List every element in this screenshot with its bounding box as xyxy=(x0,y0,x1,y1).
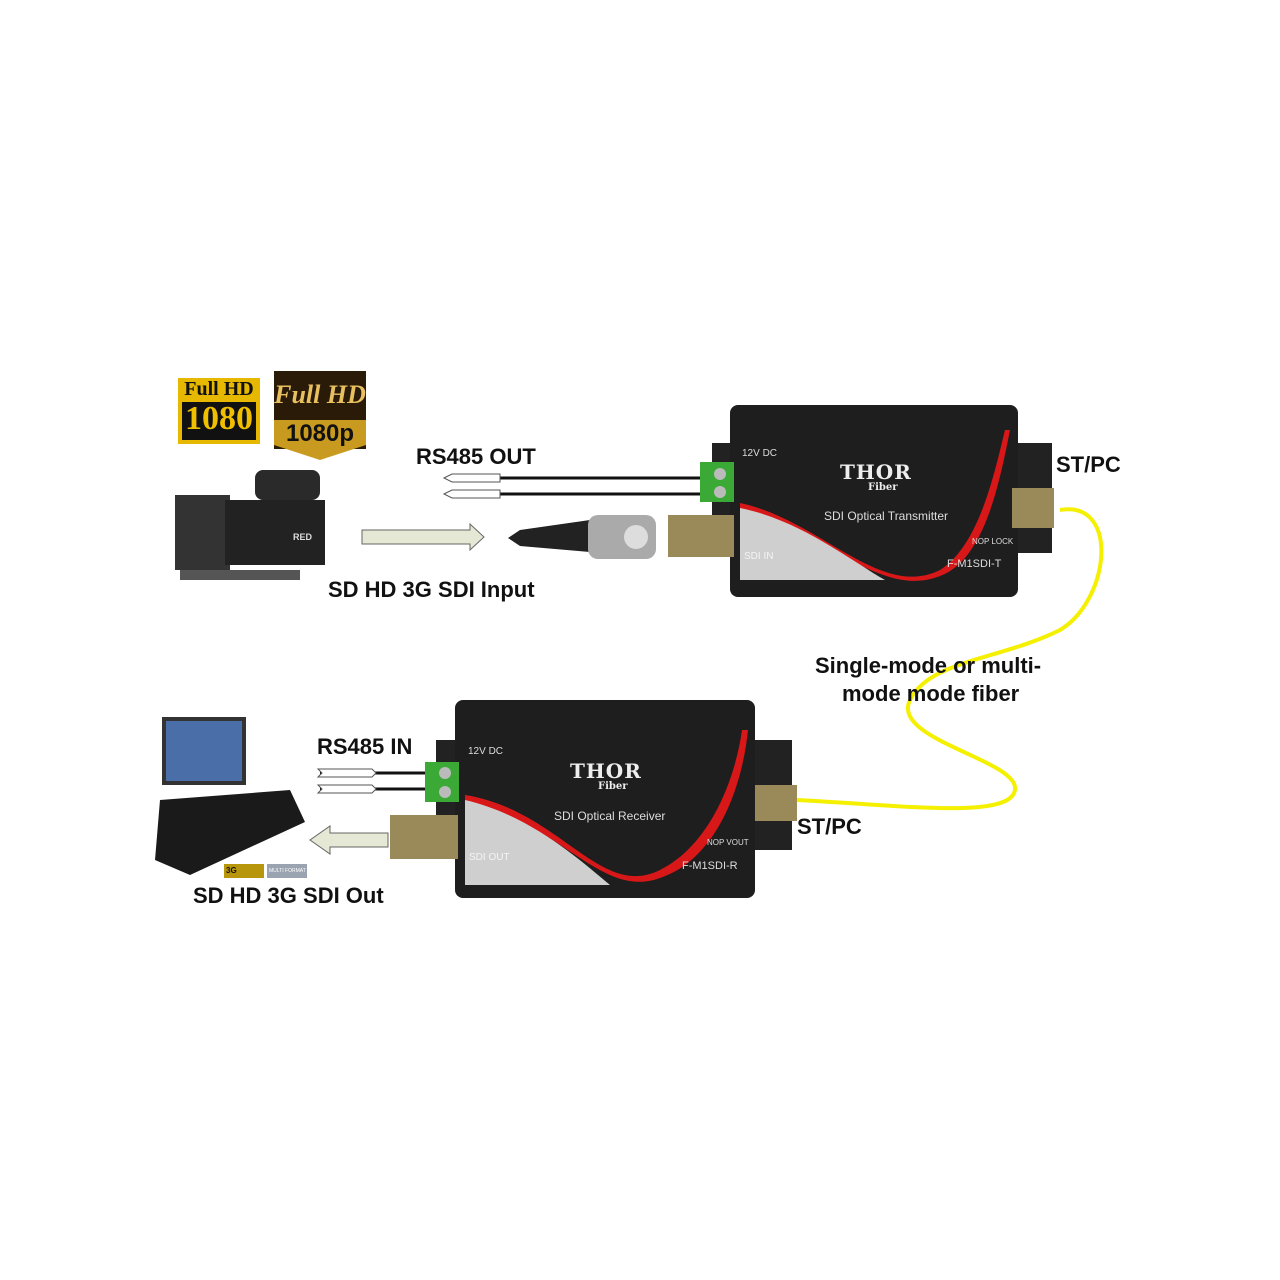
rs485-out-label: RS485 OUT xyxy=(416,444,536,469)
transmitter-bnc-connector xyxy=(668,515,734,557)
transmitter-st-connector xyxy=(1012,488,1054,528)
receiver-device xyxy=(390,700,797,898)
transmitter-device xyxy=(668,405,1054,597)
switcher-badge-multi: MULTI FORMAT xyxy=(269,868,306,874)
transmitter-logo-sub: Fiber xyxy=(868,482,898,493)
receiver-logo: THOR xyxy=(570,759,642,783)
receiver-name: SDI Optical Receiver xyxy=(554,809,666,823)
badge-1080-top: Full HD xyxy=(184,378,254,400)
receiver-st-connector xyxy=(755,785,797,821)
fiber-cable xyxy=(796,507,1104,811)
sdi-input-label: SD HD 3G SDI Input xyxy=(328,577,535,602)
receiver-led-labels: NOP VOUT xyxy=(707,838,749,847)
receiver-logo-sub: Fiber xyxy=(598,781,628,792)
transmitter-logo: THOR xyxy=(840,460,912,484)
receiver-power-label: 12V DC xyxy=(468,746,504,757)
transmitter-sdi-panel xyxy=(740,508,885,580)
switcher-badge-3g: 3G xyxy=(226,866,237,875)
transmitter-model: F-M1SDI-T xyxy=(947,558,1002,570)
video-switcher-image xyxy=(155,717,307,878)
transmitter-led-labels: NOP LOCK xyxy=(972,537,1014,546)
sdi-out-label: SD HD 3G SDI Out xyxy=(193,883,384,908)
3g-badge xyxy=(224,864,264,878)
transmitter-power-label: 12V DC xyxy=(742,448,778,459)
multi-format-badge xyxy=(267,864,307,878)
badge-1080-bottom: 1080 xyxy=(185,400,253,437)
bnc-cable xyxy=(508,515,656,559)
receiver-model: F-M1SDI-R xyxy=(682,860,738,872)
badge-1080p-top: Full HD xyxy=(274,380,366,409)
transmitter-name: SDI Optical Transmitter xyxy=(824,509,949,523)
badge-1080p-bottom: 1080p xyxy=(285,420,355,447)
output-arrow xyxy=(309,825,389,855)
st-pc-top-label: ST/PC xyxy=(1056,452,1121,477)
receiver-port-label: SDI OUT xyxy=(469,852,510,863)
transmitter-port-label: SDI IN xyxy=(744,551,774,562)
input-arrow xyxy=(361,522,485,552)
st-pc-bottom-label: ST/PC xyxy=(797,814,862,839)
receiver-bnc-connector xyxy=(390,815,458,859)
rs485-in-label: RS485 IN xyxy=(317,734,413,759)
fiber-label-line1: Single-mode or multi- xyxy=(815,653,1042,678)
camera-brand: RED xyxy=(293,532,313,542)
fiber-label-line2: mode mode fiber xyxy=(842,681,1020,706)
rs485-out-wires xyxy=(442,473,700,499)
rs485-in-wires xyxy=(316,768,425,794)
camera-image xyxy=(175,470,325,580)
